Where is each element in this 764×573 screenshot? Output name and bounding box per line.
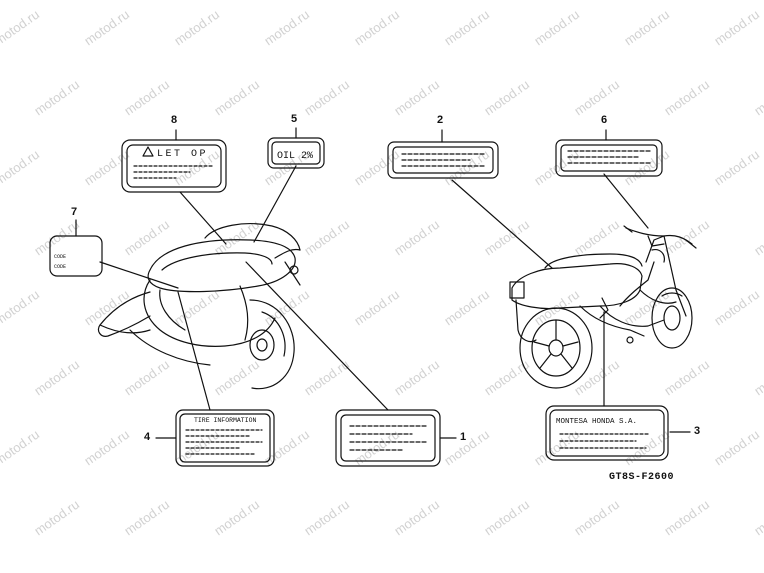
- leader-lines: [75, 127, 691, 439]
- oil-label-text: OIL 2%: [277, 151, 313, 162]
- label-1-blank: [335, 409, 441, 467]
- callout-4: 4: [144, 431, 151, 443]
- diagram-code: GT8S-F2600: [608, 472, 674, 483]
- callout-5: 5: [291, 113, 298, 125]
- callout-3: 3: [694, 425, 701, 437]
- callout-2: 2: [437, 114, 444, 126]
- label-2-blank: [387, 141, 499, 179]
- maker-label-text: MONTESA HONDA S.A.: [556, 418, 637, 426]
- code-label-line1: CODE: [54, 254, 66, 260]
- callout-7: 7: [71, 206, 78, 218]
- code-label-line2: CODE: [54, 264, 66, 270]
- label-8-caution: [121, 139, 227, 193]
- right-scooter-drawing: [509, 225, 697, 389]
- tire-label-text: TIRE INFORMATION: [194, 417, 257, 424]
- label-7-code: [49, 235, 103, 277]
- label-3-maker: [545, 405, 669, 461]
- label-4-tire: [175, 409, 275, 467]
- callout-8: 8: [171, 114, 178, 126]
- caution-label-text: LET OP: [157, 149, 208, 160]
- label-6-blank: [555, 139, 663, 177]
- label-5-oil: [267, 137, 325, 169]
- callout-1: 1: [460, 431, 467, 443]
- left-scooter-drawing: [97, 223, 301, 390]
- callout-6: 6: [601, 114, 608, 126]
